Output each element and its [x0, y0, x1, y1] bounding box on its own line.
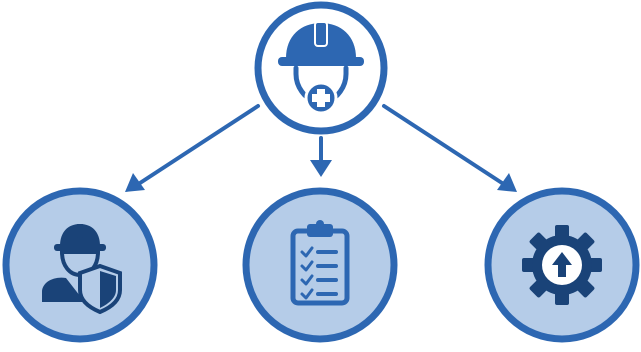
- worker-shield-icon: [42, 224, 122, 315]
- connector-root-to-child-1: [125, 104, 260, 192]
- node-child-2: [242, 187, 398, 343]
- worker-health-helmet-icon: [278, 21, 364, 115]
- arrowhead-icon: [497, 173, 517, 192]
- node-child-3: [484, 187, 640, 343]
- gear-upgrade-icon: [522, 225, 602, 305]
- connector-root-to-child-2: [310, 136, 332, 177]
- arrowhead-icon: [310, 160, 332, 177]
- connector-root-to-child-3: [382, 104, 517, 192]
- arrowhead-icon: [125, 173, 145, 192]
- clipboard-checklist-icon: [290, 220, 350, 306]
- node-root: [254, 1, 388, 135]
- node-child-1: [2, 187, 158, 343]
